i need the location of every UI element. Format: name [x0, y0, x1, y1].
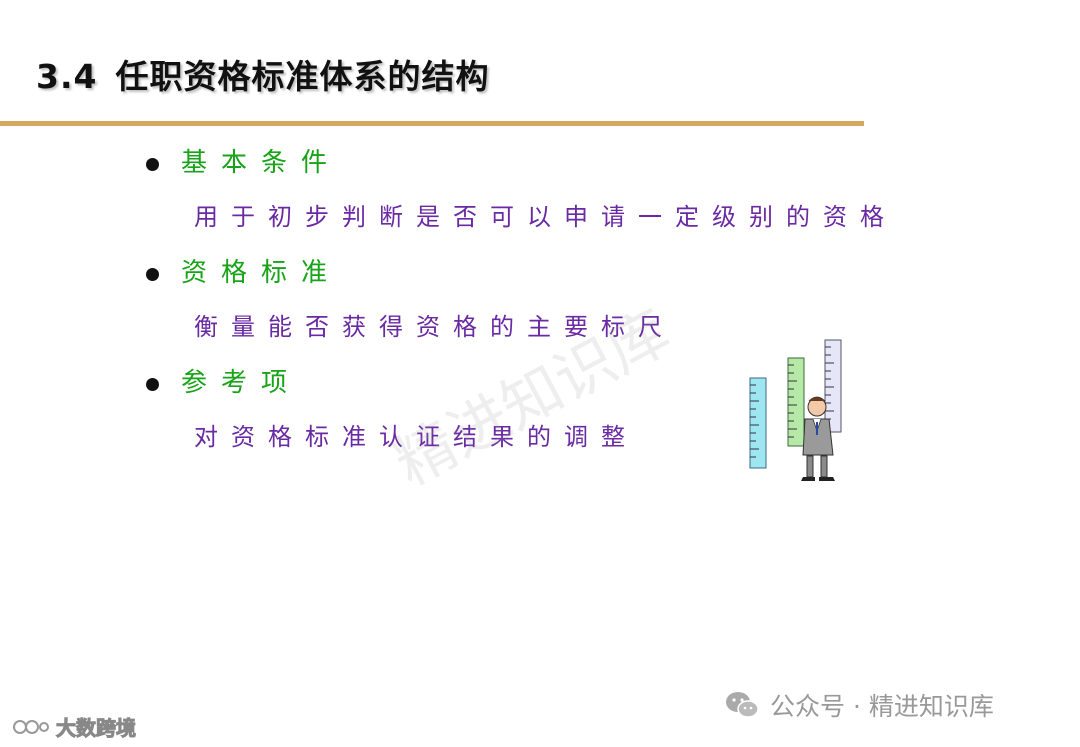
rulers-man-illustration: [749, 339, 842, 481]
footer-left-logo: 大数跨境: [12, 712, 137, 741]
bullet-list: 基本条件 用于初步判断是否可以申请一定级别的资格 资格标准 衡量能否获得资格的主…: [146, 140, 906, 470]
item-heading: 资格标准: [181, 258, 342, 288]
section-number: 3.4: [36, 57, 98, 96]
list-item-basic-conditions: 基本条件 用于初步判断是否可以申请一定级别的资格: [146, 140, 906, 250]
footer-left-text: 大数跨境: [56, 716, 137, 741]
item-description: 用于初步判断是否可以申请一定级别的资格: [194, 203, 897, 231]
footer-brand-text: 公众号 · 精进知识库: [770, 692, 994, 721]
bullet-dot: [146, 378, 159, 391]
bullet-dot: [146, 158, 159, 171]
logo-mark-icon: [13, 719, 49, 734]
footer-brand: 公众号 · 精进知识库: [724, 687, 994, 723]
page-title: 3.4 任职资格标准体系的结构: [36, 50, 489, 98]
list-item-reference-items: 参考项 对资格标准认证结果的调整: [146, 360, 906, 470]
list-item-qualification-standard: 资格标准 衡量能否获得资格的主要标尺: [146, 250, 906, 360]
item-heading: 参考项: [181, 368, 302, 398]
wechat-icon: [726, 692, 759, 718]
bullet-dot: [146, 268, 159, 281]
item-description: 衡量能否获得资格的主要标尺: [194, 313, 675, 341]
title-text: 任职资格标准体系的结构: [115, 57, 490, 96]
item-description: 对资格标准认证结果的调整: [194, 423, 638, 451]
item-heading: 基本条件: [181, 148, 342, 178]
title-underline: [0, 121, 864, 126]
